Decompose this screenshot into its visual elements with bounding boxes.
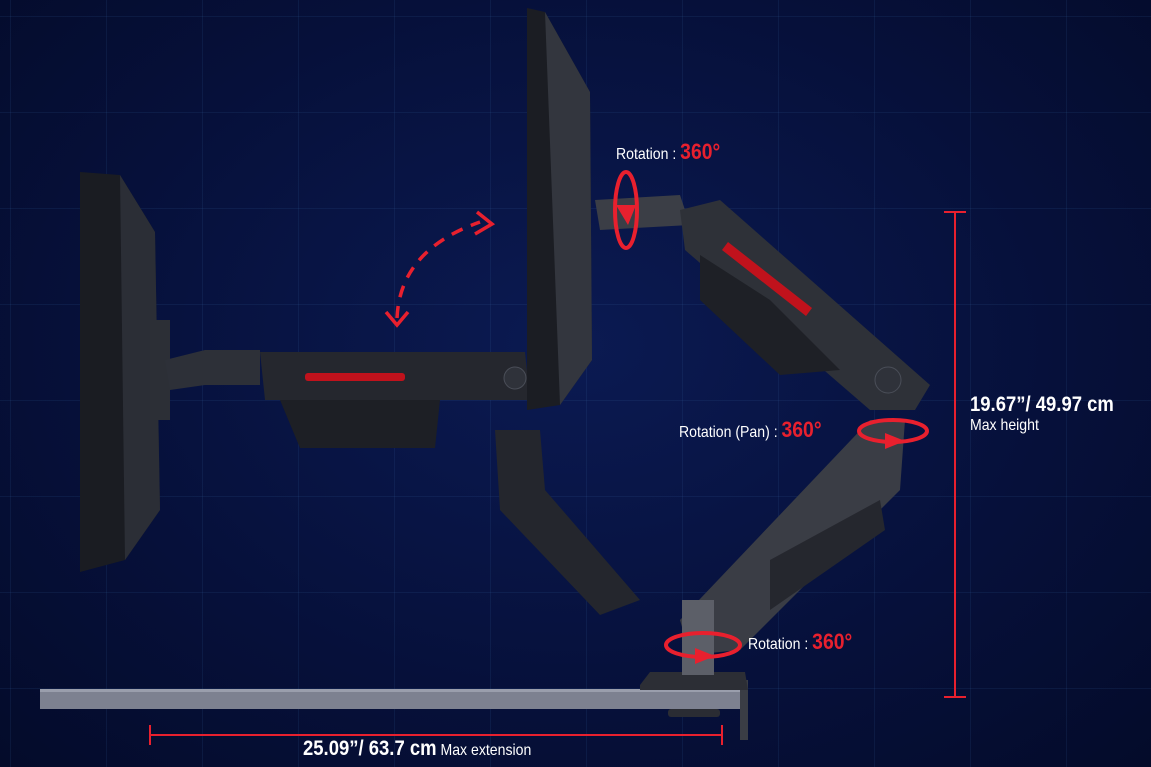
extension-dimension-line xyxy=(149,725,723,745)
height-label: 19.67”/ 49.97 cm Max height xyxy=(970,393,1114,435)
top-rotation-text: Rotation : xyxy=(616,146,681,163)
pan-rotation-label: Rotation (Pan) : 360° xyxy=(679,417,822,443)
top-rotation-value: 360° xyxy=(680,139,721,164)
desk xyxy=(40,689,745,709)
left-arm-led xyxy=(305,373,405,381)
height-dimension-line xyxy=(944,211,966,698)
right-arm xyxy=(595,195,930,410)
extension-label: 25.09”/ 63.7 cm Max extension xyxy=(303,737,531,761)
base-rotation-text: Rotation : xyxy=(748,636,813,653)
lower-arm-back xyxy=(495,430,640,615)
clamp xyxy=(740,680,748,740)
height-caption: Max height xyxy=(970,417,1039,434)
pole xyxy=(682,600,714,675)
rotation-arrow-top-icon xyxy=(613,170,639,250)
pan-rotation-value: 360° xyxy=(781,417,822,442)
clamp-base xyxy=(640,672,748,690)
left-arm xyxy=(165,350,530,448)
tilt-arrow-icon xyxy=(384,210,496,328)
pan-rotation-text: Rotation (Pan) : xyxy=(679,424,782,441)
base-rotation-value: 360° xyxy=(812,629,853,654)
left-monitor xyxy=(80,172,170,572)
right-arm-led xyxy=(722,242,812,316)
extension-value: 25.09”/ 63.7 cm xyxy=(303,737,437,760)
center-monitor xyxy=(527,8,592,410)
extension-caption: Max extension xyxy=(440,742,532,759)
lower-arm-front xyxy=(680,420,905,655)
top-rotation-label: Rotation : 360° xyxy=(616,139,720,165)
height-value: 19.67”/ 49.97 cm xyxy=(970,393,1114,416)
base-rotation-label: Rotation : 360° xyxy=(748,629,852,655)
